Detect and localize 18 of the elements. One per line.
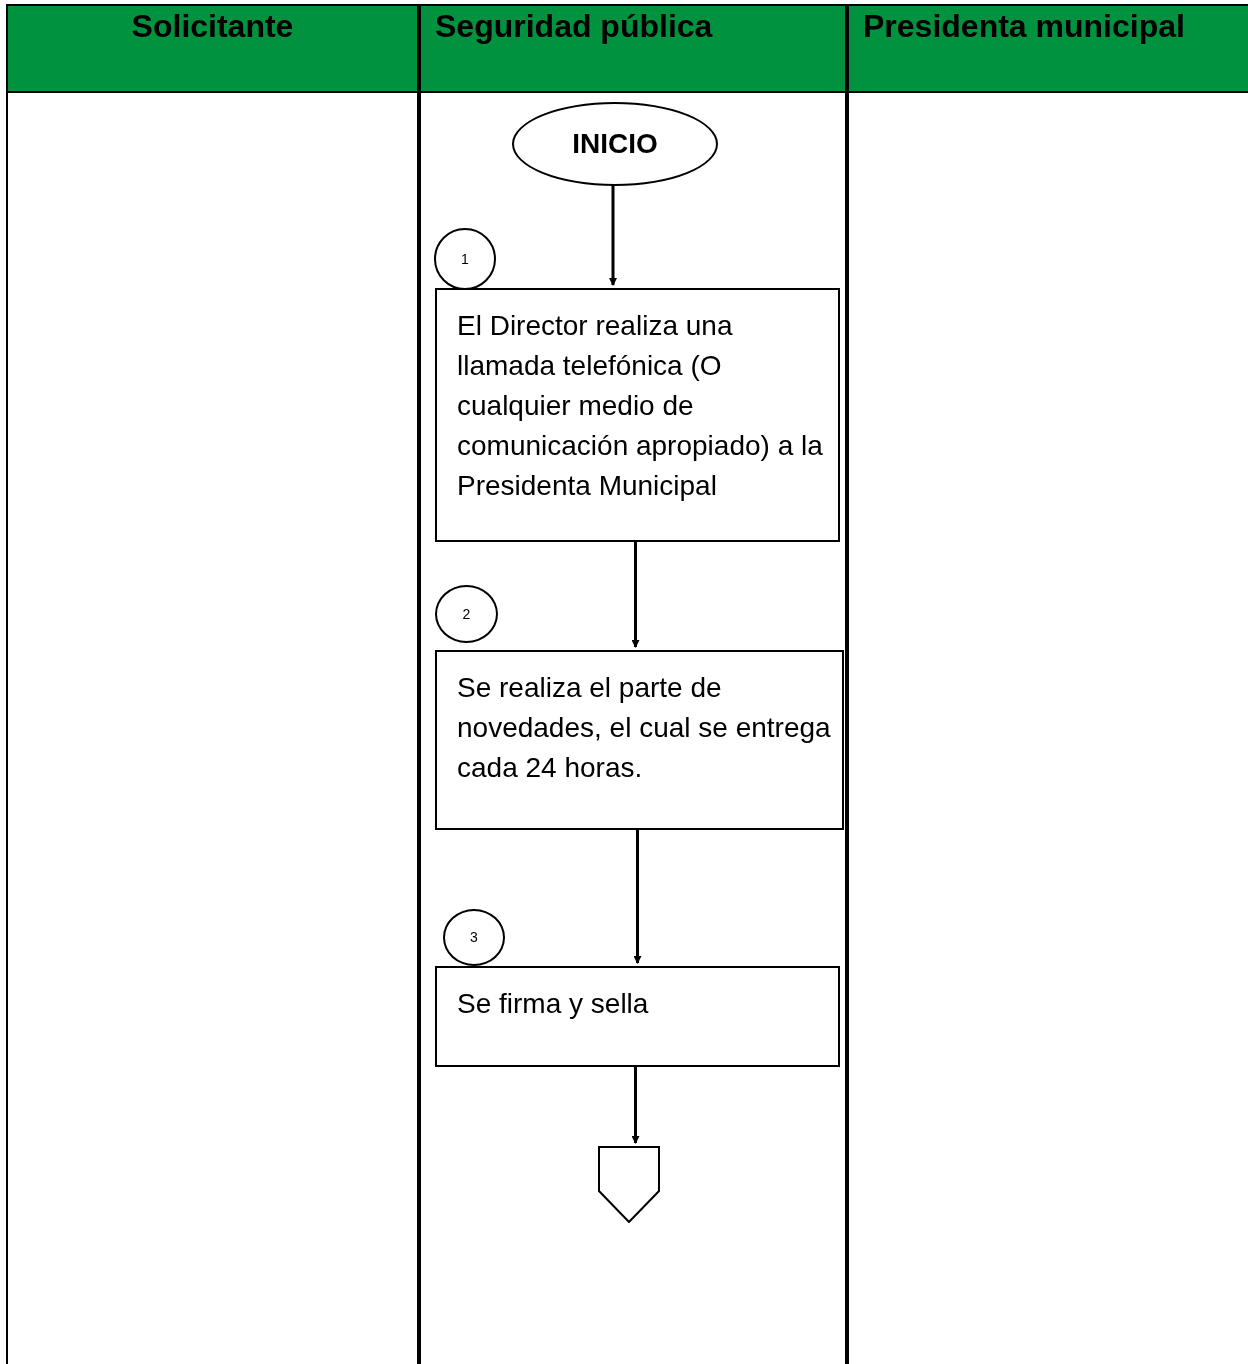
swimlane [6, 4, 419, 1364]
start-oval: INICIO [512, 102, 718, 186]
arrow [609, 184, 617, 286]
arrow [631, 1065, 640, 1144]
step-number: 2 [435, 585, 498, 643]
swimlane [847, 4, 1248, 1364]
process-box: El Director realiza una llamada telefónica (O cualquier medio de comunicación apropiado) a la Presidenta Municipal [435, 288, 840, 542]
arrow [631, 540, 640, 648]
swimlane [419, 4, 847, 1364]
arrow [633, 828, 642, 964]
step-number: 1 [434, 228, 496, 290]
process-box: Se realiza el parte de novedades, el cual se entrega cada 24 horas. [435, 650, 844, 830]
lane-title: Seguridad pública [421, 6, 845, 93]
step-number: 3 [443, 909, 505, 966]
lane-title: Presidenta municipal [849, 6, 1248, 93]
off-page-connector [598, 1146, 660, 1223]
process-box: Se firma y sella [435, 966, 840, 1067]
lane-title: Solicitante [8, 6, 417, 93]
